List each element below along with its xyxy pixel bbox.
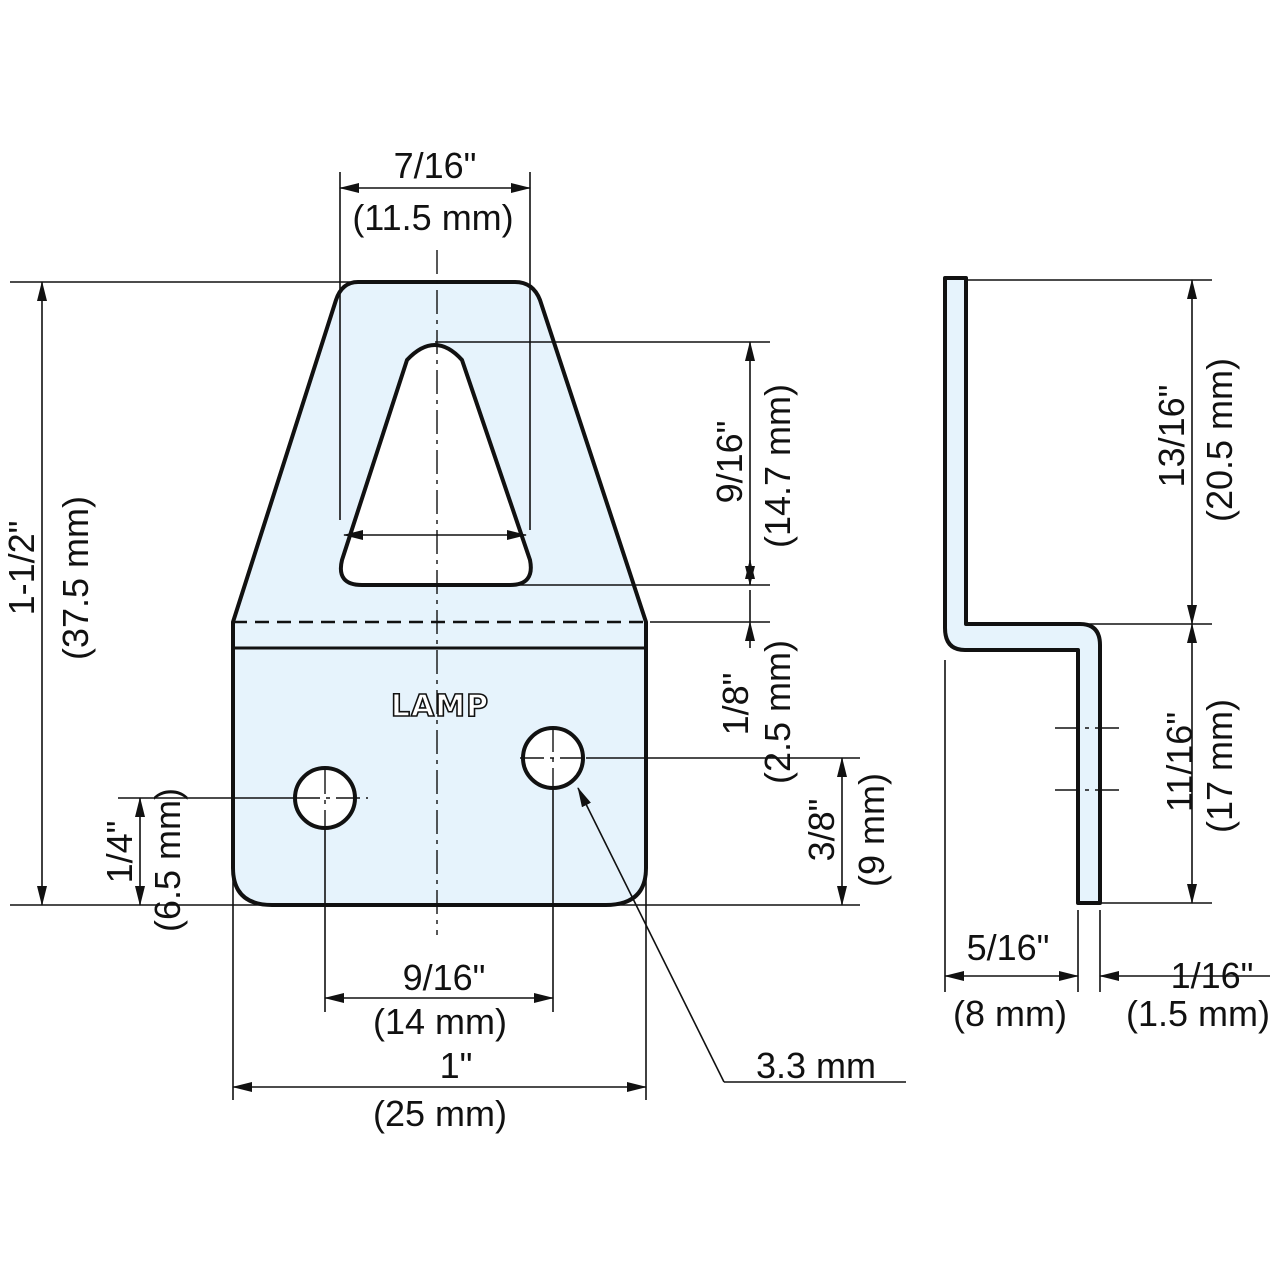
dim-slot-to-bend-imperial: 1/8" <box>715 673 756 736</box>
logo-text: LAMP <box>391 689 489 724</box>
dim-total-height-imperial: 1-1/2" <box>1 521 42 616</box>
dim-slot-height-imperial: 9/16" <box>709 421 750 504</box>
dim-slot-to-bend-metric: (2.5 mm) <box>757 640 798 784</box>
dim-side-upper-height-metric: (20.5 mm) <box>1199 358 1240 522</box>
front-view-dimensions: 7/16" (11.5 mm) 1-1/2" (37.5 mm) 9/16" (… <box>1 145 906 1134</box>
dim-hole-diameter: 3.3 mm <box>756 1045 876 1086</box>
dim-top-width-imperial: 7/16" <box>394 145 477 186</box>
dim-total-height-metric: (37.5 mm) <box>55 496 96 660</box>
dim-offset-imperial: 5/16" <box>967 927 1050 968</box>
dim-side-lower-height-imperial: 11/16" <box>1159 712 1200 812</box>
dim-slot-height-metric: (14.7 mm) <box>757 384 798 548</box>
dim-side-upper-height-imperial: 13/16" <box>1151 385 1192 488</box>
dim-left-hole-height-imperial: 1/4" <box>99 821 140 884</box>
dim-left-hole-height-metric: (6.5 mm) <box>147 788 188 932</box>
dim-right-hole-height-metric: (9 mm) <box>851 773 892 887</box>
dim-thickness-imperial: 1/16" <box>1171 955 1254 996</box>
side-view <box>943 276 1125 905</box>
dim-hole-spacing-metric: (14 mm) <box>373 1001 507 1042</box>
triangular-slot <box>339 343 533 587</box>
dim-thickness-metric: (1.5 mm) <box>1126 993 1270 1034</box>
side-view-dimensions: 13/16" (20.5 mm) 11/16" (17 mm) 5/16" (8… <box>944 279 1270 1034</box>
front-view: LAMP <box>231 250 648 935</box>
dim-hole-spacing-imperial: 9/16" <box>403 957 486 998</box>
dim-base-width-imperial: 1" <box>440 1045 473 1086</box>
dim-offset-metric: (8 mm) <box>953 993 1067 1034</box>
dim-base-width-metric: (25 mm) <box>373 1093 507 1134</box>
dim-side-lower-height-metric: (17 mm) <box>1199 699 1240 833</box>
side-profile <box>943 276 1102 905</box>
dim-top-width-metric: (11.5 mm) <box>352 197 513 238</box>
dim-right-hole-height-imperial: 3/8" <box>801 799 842 862</box>
